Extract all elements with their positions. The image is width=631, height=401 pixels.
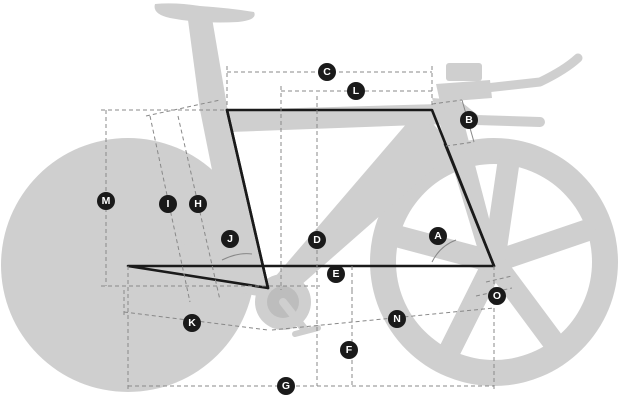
marker-n: N <box>388 310 406 328</box>
marker-d-label: D <box>313 234 321 246</box>
marker-j: J <box>221 230 239 248</box>
seat-tube-fairing <box>188 18 268 292</box>
marker-h: H <box>189 195 207 213</box>
saddle <box>154 3 255 23</box>
dimension-lines <box>101 66 513 392</box>
marker-i-label: I <box>167 198 170 210</box>
marker-h-label: H <box>194 198 202 210</box>
frame-geometry <box>126 108 496 290</box>
marker-l: L <box>347 82 365 100</box>
marker-d: D <box>308 231 326 249</box>
marker-o-label: O <box>493 290 501 302</box>
marker-e: E <box>327 265 345 283</box>
marker-k-label: K <box>188 317 196 329</box>
stem-cap <box>446 63 482 81</box>
marker-a-label: A <box>434 230 442 242</box>
marker-c: C <box>318 63 336 81</box>
marker-k: K <box>183 314 201 332</box>
fork-rake-line <box>443 142 496 268</box>
marker-j-label: J <box>227 233 233 245</box>
marker-l-label: L <box>353 85 360 97</box>
marker-g-label: G <box>282 380 290 392</box>
marker-m: M <box>97 192 115 210</box>
marker-c-label: C <box>323 66 331 78</box>
seat-tube-line <box>225 108 270 290</box>
marker-i: I <box>159 195 177 213</box>
crank-arm <box>279 298 309 334</box>
bike-silhouette <box>1 3 618 392</box>
pedal <box>292 325 321 337</box>
marker-n-label: N <box>393 313 401 325</box>
marker-m-label: M <box>102 195 111 207</box>
down-tube <box>262 108 455 292</box>
marker-f: F <box>340 341 358 359</box>
marker-b: B <box>460 111 478 129</box>
fork <box>432 98 502 270</box>
marker-a: A <box>429 227 447 245</box>
marker-e-label: E <box>332 268 339 280</box>
stem <box>436 80 492 102</box>
marker-f-label: F <box>346 344 353 356</box>
marker-b-label: B <box>465 114 473 126</box>
marker-g: G <box>277 377 295 395</box>
aero-extension <box>481 53 583 93</box>
marker-o: O <box>488 287 506 305</box>
